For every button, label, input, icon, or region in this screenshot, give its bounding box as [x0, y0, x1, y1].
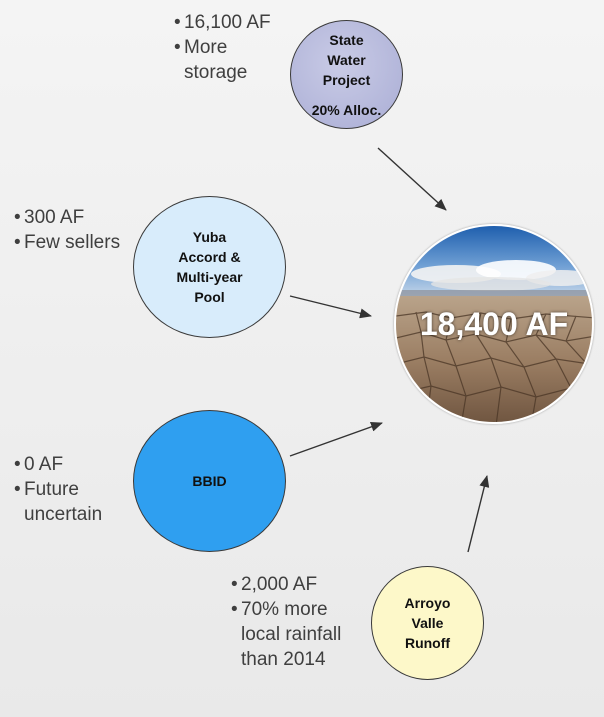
yuba-name-line: Multi-year [176, 269, 243, 285]
swp-allocation: 20% Alloc. [311, 101, 382, 118]
arroyo-name-line: Valle [411, 615, 444, 631]
swp-name-line: Water [327, 51, 366, 68]
yuba-name-line: Yuba [192, 229, 227, 245]
bbid-name: BBID [192, 473, 227, 489]
swp-name-line: Project [322, 71, 371, 88]
state-water-project-circle: State Water Project 20% Alloc. [290, 20, 403, 129]
yuba-bullet-2: Few sellers [14, 230, 134, 255]
total-supply-circle: 18,400 AF [394, 224, 594, 424]
arroyo-valle-circle: Arroyo Valle Runoff [371, 566, 484, 680]
arroyo-bullets: 2,000 AF 70% more local rainfall than 20… [231, 572, 371, 672]
bbid-bullet-1: 0 AF [14, 452, 144, 477]
arroyo-bullet-1: 2,000 AF [231, 572, 371, 597]
arroyo-name-line: Arroyo [404, 595, 451, 611]
cracked-dry-earth-image [396, 226, 592, 422]
swp-bullet-1: 16,100 AF [174, 10, 294, 35]
arroyo-bullet-2: 70% more local rainfall than 2014 [231, 597, 371, 672]
arroyo-name-line: Runoff [404, 635, 451, 651]
arrow-arroyo [467, 475, 490, 553]
arrow-bbid [289, 422, 383, 457]
yuba-name-line: Accord & [178, 249, 241, 265]
swp-name-line: State [329, 31, 364, 48]
yuba-bullet-1: 300 AF [14, 205, 134, 230]
bbid-bullets: 0 AF Future uncertain [14, 452, 144, 527]
yuba-accord-circle: Yuba Accord & Multi-year Pool [133, 196, 286, 338]
bbid-bullet-2: Future uncertain [14, 477, 144, 527]
bbid-circle: BBID [133, 410, 286, 552]
yuba-name-line: Pool [194, 289, 225, 305]
swp-bullet-2: More storage [174, 35, 294, 85]
arrow-yuba [289, 295, 372, 319]
total-supply-label: 18,400 AF [419, 306, 569, 342]
swp-bullets: 16,100 AF More storage [174, 10, 294, 85]
yuba-bullets: 300 AF Few sellers [14, 205, 134, 255]
arrow-swp [377, 147, 447, 211]
